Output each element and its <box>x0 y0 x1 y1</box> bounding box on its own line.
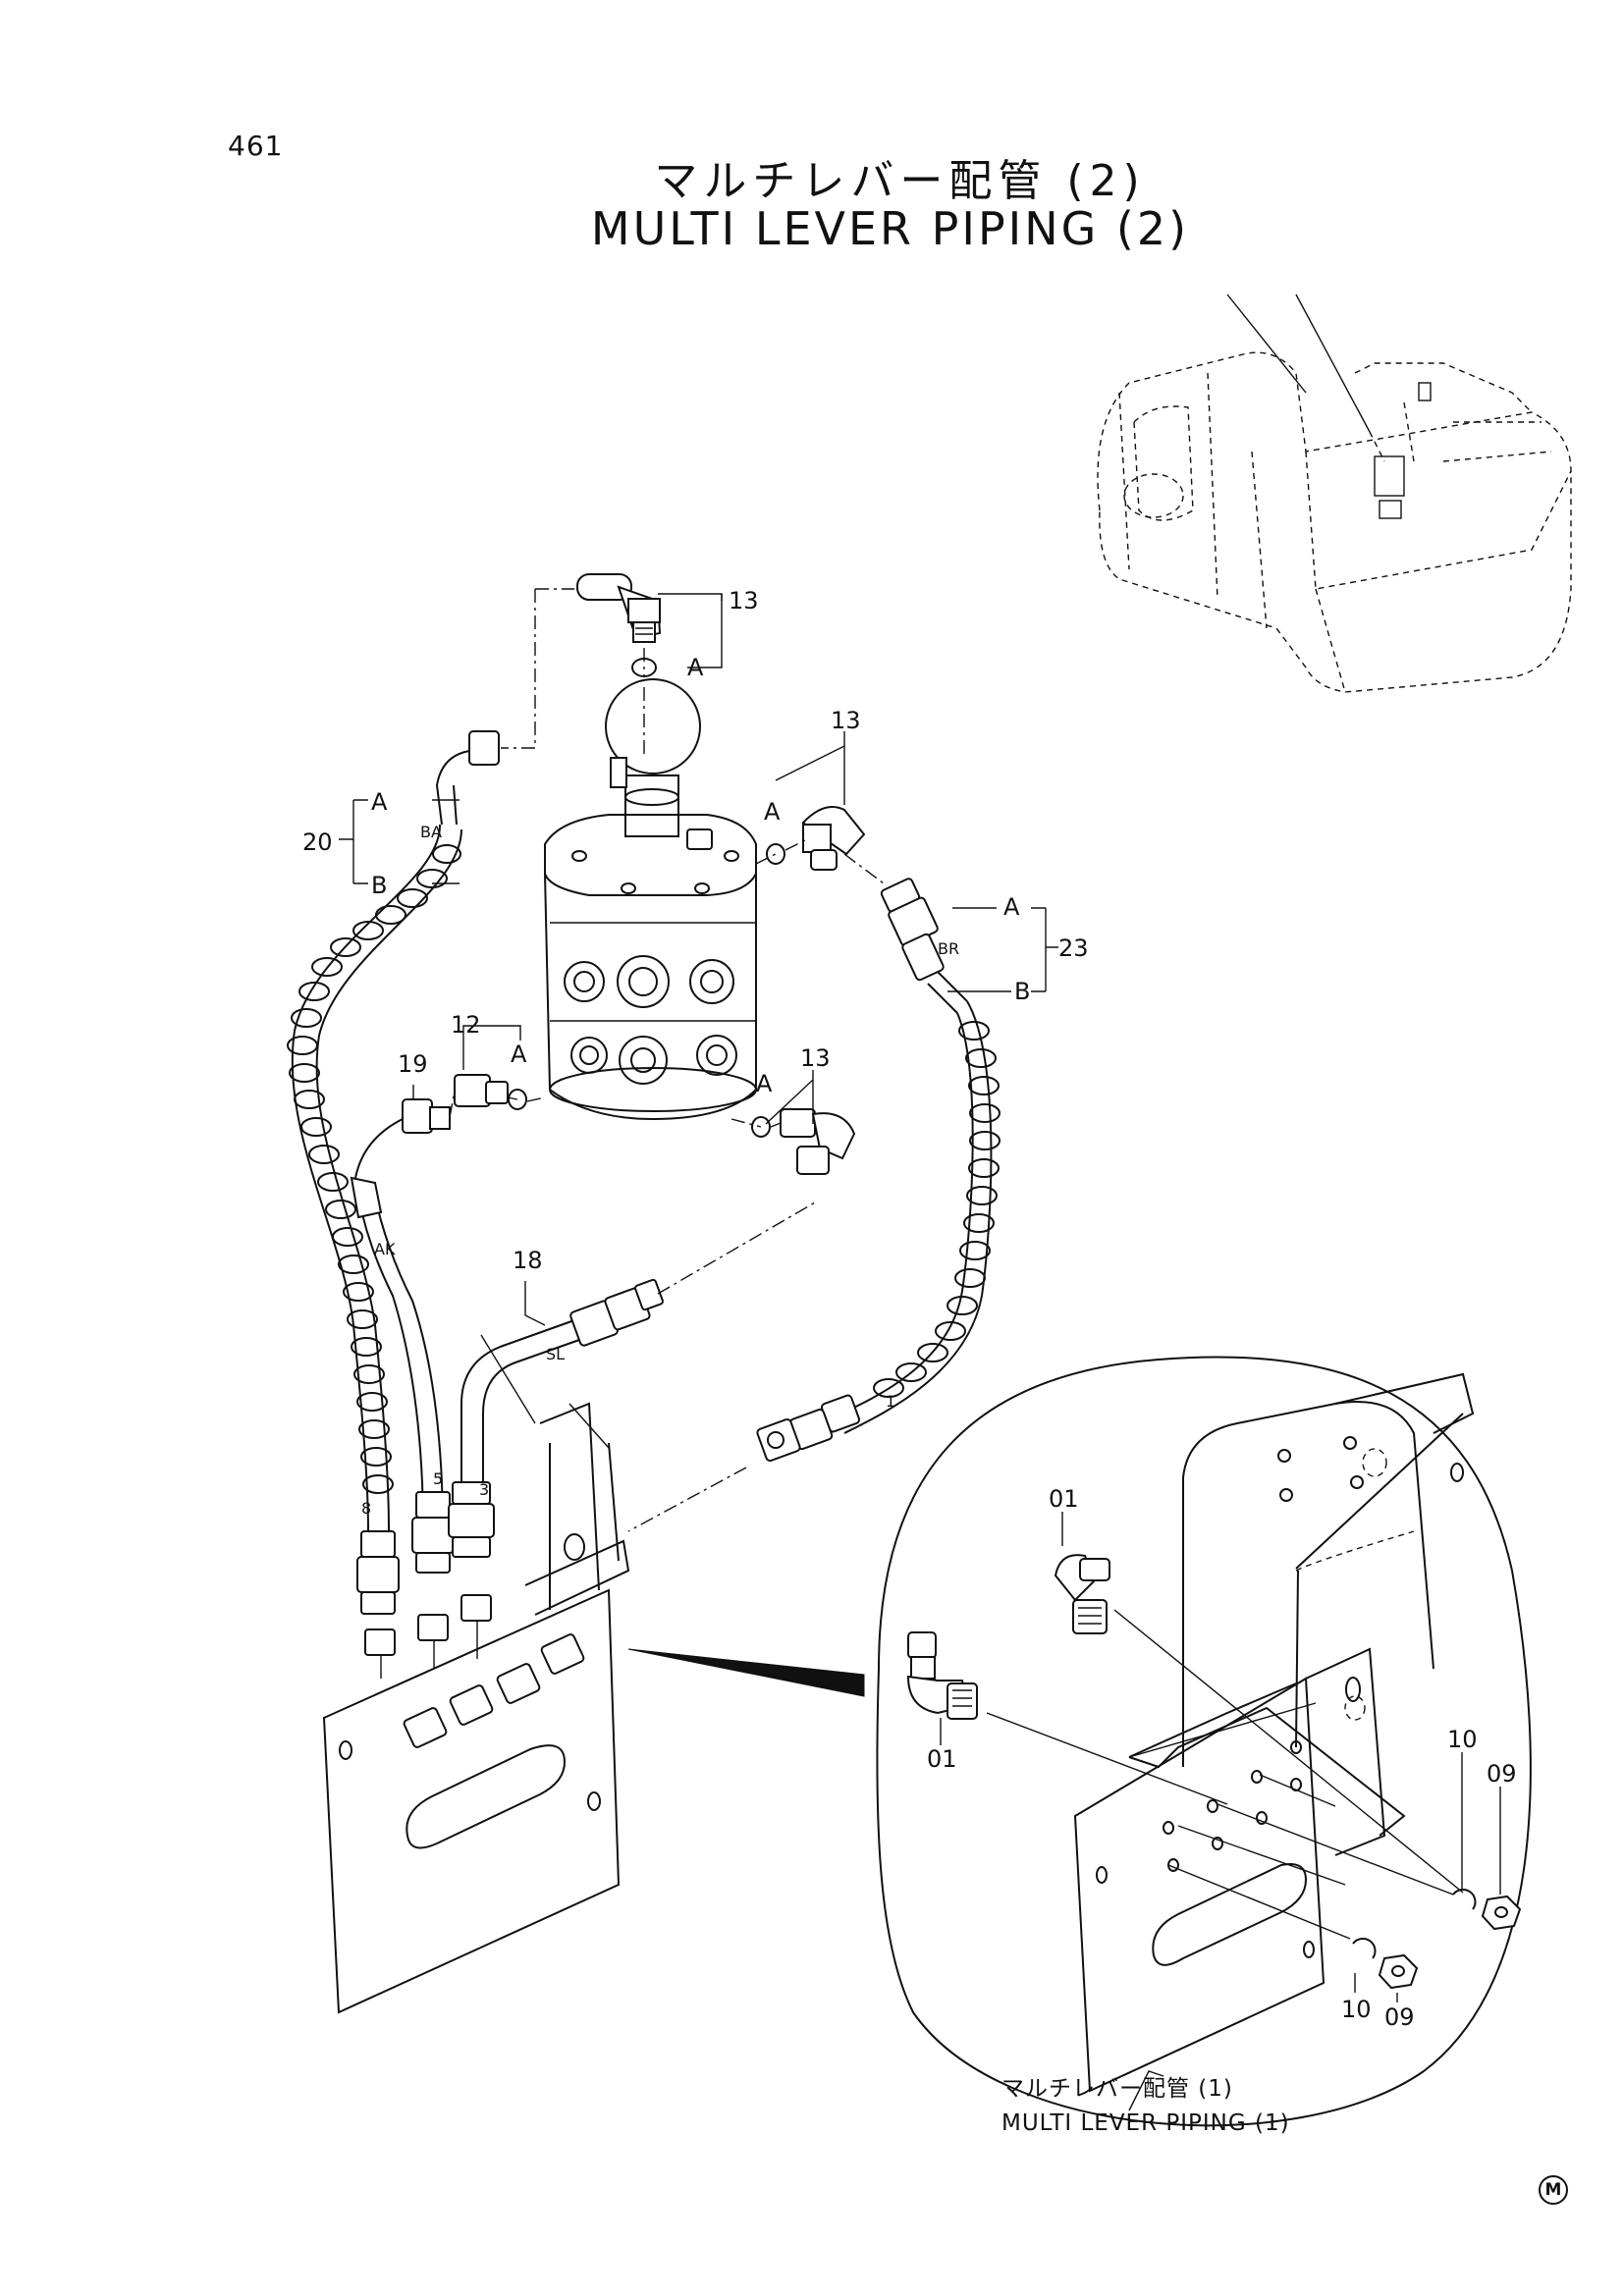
detail-pointer <box>627 1648 865 1697</box>
callout-18: 18 <box>513 1247 543 1274</box>
page-number: 461 <box>228 130 284 162</box>
leader-lines <box>339 593 1501 2111</box>
m-mark-symbol: M <box>1539 2175 1568 2205</box>
port-letter-a-right-lower: A <box>756 1070 773 1097</box>
callout-09-lower: 09 <box>1384 2003 1415 2031</box>
hose-mark-ak: AK <box>374 1240 396 1258</box>
elbow-fitting-right-upper <box>755 806 885 884</box>
port-letter-a-fitting12: A <box>511 1041 527 1068</box>
hose-mark-8: 8 <box>361 1499 371 1518</box>
hose-20-left <box>287 588 574 1615</box>
hose-mark-1: 1 <box>886 1392 895 1411</box>
reference-caption-english: MULTI LEVER PIPING (1) <box>1001 2110 1290 2136</box>
callout-20: 20 <box>302 828 333 856</box>
hose-mark-3: 3 <box>479 1480 489 1499</box>
callout-10-lower: 10 <box>1341 1996 1372 2023</box>
elbow-fitting-top <box>576 573 662 756</box>
elbow-fitting-right-lower <box>730 1108 856 1175</box>
hose-mark-br: BR <box>938 939 959 958</box>
excavator-locator-illustration <box>1097 294 1572 693</box>
callout-01-lower: 01 <box>927 1745 957 1773</box>
hose-23-right <box>627 878 1001 1532</box>
port-letter-b-hose20: B <box>371 872 387 899</box>
callout-13-right-lower: 13 <box>800 1044 831 1072</box>
port-letter-a-hose23: A <box>1003 893 1020 921</box>
detail-inset <box>876 1356 1532 2127</box>
hose-mark-ba: BA <box>420 823 442 841</box>
bracket-left <box>322 1334 630 2014</box>
callout-10-upper: 10 <box>1447 1726 1478 1753</box>
hose-18-sl <box>448 1201 816 1558</box>
hose-mark-sl: SL <box>546 1345 565 1363</box>
title-japanese: マルチレバー配管 (2) <box>654 156 1146 206</box>
callout-13-right-upper: 13 <box>831 707 861 734</box>
port-letter-a-hose20: A <box>371 788 388 816</box>
callout-13-top: 13 <box>729 587 759 614</box>
callout-23: 23 <box>1058 934 1089 962</box>
callout-01-upper: 01 <box>1049 1485 1079 1513</box>
callout-09-upper: 09 <box>1487 1760 1517 1788</box>
reference-caption-japanese: マルチレバー配管 (1) <box>1001 2076 1233 2102</box>
callout-12: 12 <box>451 1011 481 1039</box>
port-letter-b-hose23: B <box>1014 978 1030 1005</box>
callout-19: 19 <box>398 1050 428 1078</box>
port-letter-a-right-upper: A <box>764 798 781 826</box>
title-english: MULTI LEVER PIPING (2) <box>590 202 1190 255</box>
port-letter-a-top: A <box>687 654 704 681</box>
fittings-12-19 <box>354 1074 546 1179</box>
pilot-valve-body <box>544 678 757 1121</box>
hose-mark-5: 5 <box>433 1469 443 1488</box>
